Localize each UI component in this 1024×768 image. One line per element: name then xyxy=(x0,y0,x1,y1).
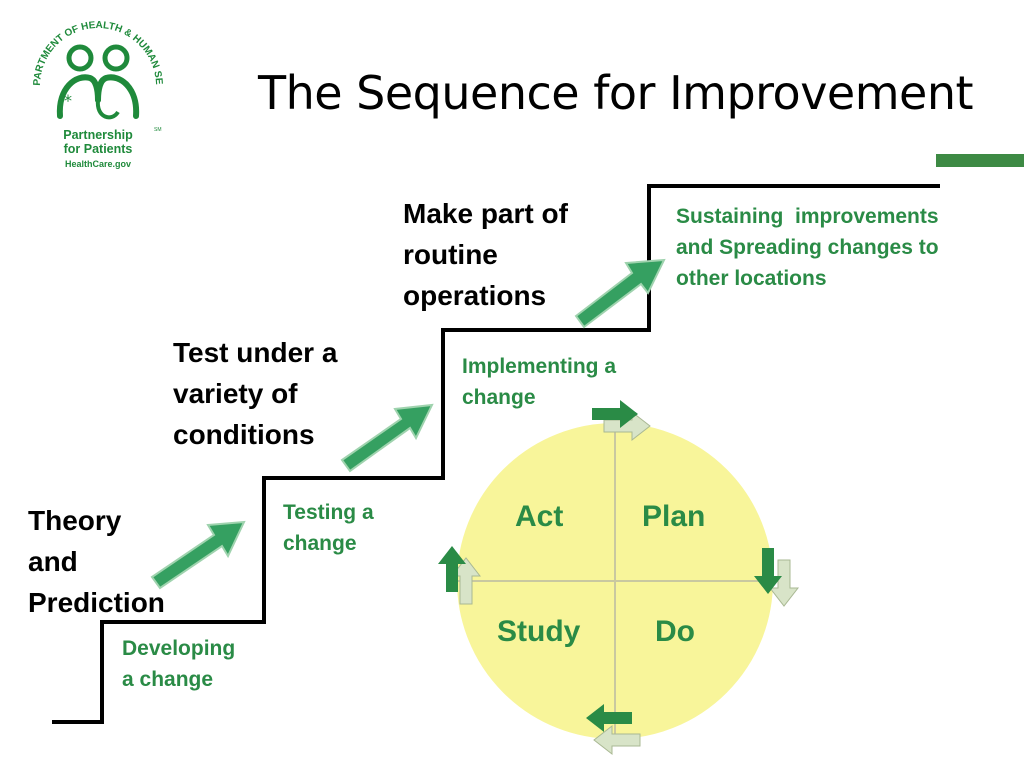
up-right-arrow-icon xyxy=(574,258,666,329)
cycle-arrow-icon xyxy=(592,400,651,442)
phase-label-line: Sustaining improvements xyxy=(676,205,939,228)
cycle-arrow-icon xyxy=(754,548,800,607)
cycle-arrow-icon xyxy=(586,704,641,756)
phase-label-line: change xyxy=(283,532,357,555)
phase-label-line: Developing xyxy=(122,637,236,660)
step-label-routine-operations: Make part of routine operations xyxy=(403,193,568,316)
phase-label-line: other locations xyxy=(676,267,827,290)
phase-label-line: Implementing a xyxy=(462,355,617,378)
phase-label-line: a change xyxy=(122,668,214,691)
phase-label-line: and Spreading changes to xyxy=(676,236,939,259)
hhs-partnership-logo: U.S. DEPARTMENT OF HEALTH & HUMAN SERVIC… xyxy=(14,0,178,173)
logo-url: HealthCare.gov xyxy=(65,159,131,169)
step-label-line: variety of xyxy=(173,378,298,409)
step-label-line: and xyxy=(28,546,78,577)
logo-name-line2: for Patients xyxy=(64,142,133,156)
phase-label-line: change xyxy=(462,386,536,409)
step-label-line: operations xyxy=(403,280,547,311)
pdsa-study-label: Study xyxy=(497,615,581,648)
svg-text:*: * xyxy=(64,91,72,110)
step-label-test-conditions: Test under a variety of conditions xyxy=(173,332,337,455)
pdsa-plan-label: Plan xyxy=(642,500,706,533)
logo-service-mark: SM xyxy=(154,127,162,133)
step-label-theory-and-prediction: Theory and Prediction xyxy=(28,500,165,623)
step-label-line: Make part of xyxy=(403,198,568,229)
phase-label-implementing: Implementing a change xyxy=(462,351,616,413)
staircase-line xyxy=(52,184,940,724)
phase-label-line: Testing a xyxy=(283,501,374,524)
step-label-line: Theory xyxy=(28,505,122,536)
stethoscope-logo-icon: * xyxy=(56,44,140,120)
page-title: The Sequence for Improvement xyxy=(258,66,974,120)
step-label-line: routine xyxy=(403,239,498,270)
phase-label-sustaining: Sustaining improvements and Spreading ch… xyxy=(676,201,939,294)
up-right-arrow-icon xyxy=(340,403,434,473)
title-bar-end xyxy=(936,154,1024,167)
step-label-line: Prediction xyxy=(28,587,165,618)
up-right-arrow-icon xyxy=(150,520,246,590)
pdsa-do-label: Do xyxy=(655,615,695,648)
step-label-line: conditions xyxy=(173,419,315,450)
step-label-line: Test under a xyxy=(173,337,338,368)
cycle-arrow-icon xyxy=(438,546,482,605)
logo-name-line1: Partnership xyxy=(63,128,133,142)
phase-label-testing: Testing a change xyxy=(283,497,374,559)
phase-label-developing: Developing a change xyxy=(122,633,235,695)
pdsa-act-label: Act xyxy=(515,500,564,533)
